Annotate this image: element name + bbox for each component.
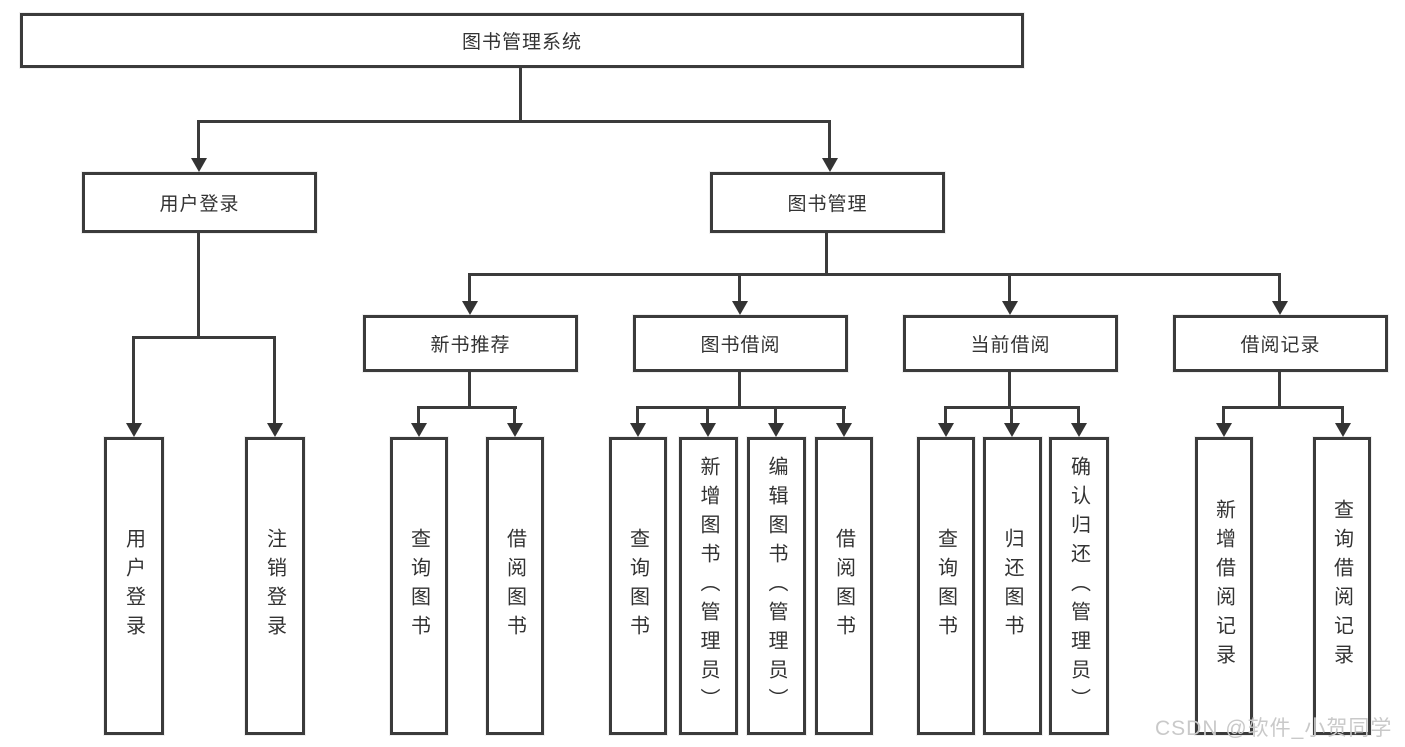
leaf-records-add-record: 新增借阅记录: [1195, 437, 1253, 735]
connector-line: [1278, 273, 1281, 302]
connector-line: [468, 273, 471, 302]
arrow-down-icon: [462, 301, 478, 315]
node-root: 图书管理系统: [20, 13, 1024, 68]
leaf-borrowing-edit-books-admin: 编辑图书（管理员）: [747, 437, 806, 735]
connector-line: [1278, 372, 1281, 406]
node-new-book-recommend-label: 新书推荐: [430, 335, 511, 356]
csdn-watermark: CSDN @软件_小贺同学: [1155, 717, 1393, 740]
arrow-down-icon: [822, 158, 838, 172]
connector-line: [468, 372, 471, 406]
arrow-down-icon: [1004, 423, 1020, 437]
leaf-current-query-books-label: 查询图书: [934, 528, 957, 644]
leaf-current-return-books-label: 归还图书: [1001, 528, 1023, 644]
leaf-borrowing-query-books-label: 查询图书: [626, 528, 649, 644]
node-book-management-label: 图书管理: [787, 194, 868, 215]
leaf-records-query-record: 查询借阅记录: [1313, 437, 1371, 735]
node-book-borrowing: 图书借阅: [633, 315, 848, 372]
leaf-recommend-borrow-books: 借阅图书: [486, 437, 544, 735]
leaf-user-login-label: 用户登录: [122, 528, 145, 644]
connector-line: [825, 233, 828, 273]
leaf-borrowing-add-books-admin-label: 新增图书（管理员）: [697, 455, 719, 717]
node-book-management: 图书管理: [710, 172, 945, 233]
connector-line: [1008, 372, 1011, 406]
connector-line: [774, 406, 777, 424]
node-new-book-recommend: 新书推荐: [363, 315, 578, 372]
connector-line: [1010, 406, 1013, 424]
arrow-down-icon: [1272, 301, 1288, 315]
leaf-records-add-record-label: 新增借阅记录: [1212, 499, 1235, 673]
connector-line: [197, 120, 200, 159]
node-root-label: 图书管理系统: [461, 32, 582, 53]
connector-line: [132, 336, 135, 423]
leaf-user-login: 用户登录: [104, 437, 164, 735]
connector-line: [1222, 406, 1225, 424]
leaf-borrowing-borrow-books: 借阅图书: [815, 437, 873, 735]
connector-line: [636, 406, 639, 424]
node-current-borrowing: 当前借阅: [903, 315, 1118, 372]
connector-line: [273, 336, 276, 423]
connector-line: [738, 372, 741, 406]
connector-line: [636, 406, 846, 409]
connector-line: [417, 406, 420, 424]
connector-line: [468, 273, 1280, 276]
node-book-borrowing-label: 图书借阅: [700, 335, 781, 356]
leaf-current-confirm-return-admin: 确认归还（管理员）: [1049, 437, 1109, 735]
arrow-down-icon: [732, 301, 748, 315]
connector-line: [513, 406, 516, 424]
arrow-down-icon: [267, 423, 283, 437]
arrow-down-icon: [1216, 423, 1232, 437]
connector-line: [1222, 406, 1344, 409]
connector-line: [417, 406, 517, 409]
leaf-borrowing-borrow-books-label: 借阅图书: [832, 528, 855, 644]
leaf-current-query-books: 查询图书: [917, 437, 975, 735]
leaf-recommend-query-books: 查询图书: [390, 437, 448, 735]
connector-line: [1077, 406, 1080, 424]
leaf-borrowing-edit-books-admin-label: 编辑图书（管理员）: [765, 455, 787, 717]
leaf-logout-label: 注销登录: [263, 528, 286, 644]
arrow-down-icon: [630, 423, 646, 437]
arrow-down-icon: [411, 423, 427, 437]
arrow-down-icon: [1071, 423, 1087, 437]
leaf-logout: 注销登录: [245, 437, 305, 735]
arrow-down-icon: [507, 423, 523, 437]
leaf-records-query-record-label: 查询借阅记录: [1330, 499, 1353, 673]
arrow-down-icon: [938, 423, 954, 437]
connector-line: [519, 68, 522, 120]
arrow-down-icon: [1002, 301, 1018, 315]
connector-line: [1341, 406, 1344, 424]
arrow-down-icon: [1335, 423, 1351, 437]
arrow-down-icon: [191, 158, 207, 172]
leaf-recommend-borrow-books-label: 借阅图书: [503, 528, 526, 644]
arrow-down-icon: [700, 423, 716, 437]
leaf-borrowing-query-books: 查询图书: [609, 437, 667, 735]
connector-line: [842, 406, 845, 424]
node-user-login-branch: 用户登录: [82, 172, 317, 233]
node-borrowing-records: 借阅记录: [1173, 315, 1388, 372]
node-current-borrowing-label: 当前借阅: [970, 335, 1051, 356]
arrow-down-icon: [768, 423, 784, 437]
connector-line: [828, 120, 831, 159]
node-user-login-branch-label: 用户登录: [159, 194, 240, 215]
connector-line: [197, 233, 200, 336]
arrow-down-icon: [126, 423, 142, 437]
connector-line: [944, 406, 947, 424]
connector-line: [132, 336, 276, 339]
leaf-recommend-query-books-label: 查询图书: [407, 528, 430, 644]
connector-line: [1008, 273, 1011, 302]
leaf-current-return-books: 归还图书: [983, 437, 1042, 735]
connector-line: [706, 406, 709, 424]
arrow-down-icon: [836, 423, 852, 437]
node-borrowing-records-label: 借阅记录: [1240, 335, 1321, 356]
leaf-current-confirm-return-admin-label: 确认归还（管理员）: [1067, 455, 1090, 717]
connector-line: [197, 120, 831, 123]
leaf-borrowing-add-books-admin: 新增图书（管理员）: [679, 437, 738, 735]
connector-line: [738, 273, 741, 302]
